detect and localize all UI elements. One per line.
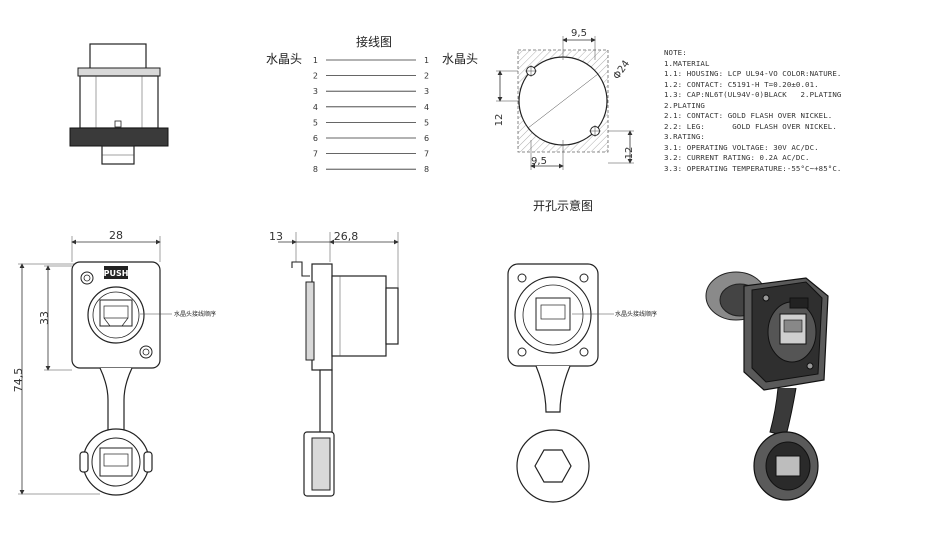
wire-rows: 1 1 2 2 3 3 4 4 5 5 6 6 7 7 8 8 xyxy=(313,56,429,174)
side-dim-left: 13 xyxy=(269,230,283,243)
wire-pin-right: 6 xyxy=(424,134,429,143)
wire-pin-left: 2 xyxy=(313,72,318,81)
note-line: NOTE: xyxy=(664,48,687,57)
wire-pin-left: 8 xyxy=(313,165,318,174)
wire-pin-right: 5 xyxy=(424,118,429,127)
outline-view: 水晶头接线顺序 xyxy=(507,263,657,503)
rear-callout: 水晶头接线顺序 xyxy=(615,310,657,318)
panel-cutout-drawing: 9,5 9,5 12 12 Φ24 开孔示意图 xyxy=(494,28,635,213)
note-line: 1.3: CAP:NL6T(UL94V-0)BLACK 2.PLATING xyxy=(664,90,842,99)
wire-pin-right: 3 xyxy=(424,87,429,96)
note-line: 3.3: OPERATING TEMPERATURE:-55°C~+85°C. xyxy=(664,163,842,173)
front-view: 28 74,5 33 PUSH 水晶头接线顺序 xyxy=(12,229,216,496)
wire-pin-right: 1 xyxy=(424,56,429,65)
side-dim-right: 26,8 xyxy=(334,230,359,243)
wire-pin-left: 5 xyxy=(313,118,318,127)
notes-block: NOTE: 1.MATERIAL 1.1: HOUSING: LCP UL94-… xyxy=(664,48,924,174)
cutout-dim-diameter: Φ24 xyxy=(611,59,632,82)
front-dim-width: 28 xyxy=(109,229,123,242)
wiring-right-label: 水晶头 xyxy=(442,52,478,66)
wire-pin-left: 4 xyxy=(313,103,318,112)
wiring-diagram: 接线图 水晶头 水晶头 1 1 2 2 3 3 4 4 5 5 6 6 7 7 8 8 xyxy=(266,34,478,174)
front-callout: 水晶头接线顺序 xyxy=(174,310,216,318)
wire-pin-right: 4 xyxy=(424,103,429,112)
push-label: PUSH xyxy=(104,269,129,278)
top-view-connector xyxy=(69,43,169,165)
note-line: 2.2: LEG: GOLD FLASH OVER NICKEL. xyxy=(664,121,837,131)
cutout-dim-left: 12 xyxy=(494,114,505,127)
side-view: 13 26,8 xyxy=(269,230,399,497)
cutout-dim-bottom: 9,5 xyxy=(531,156,547,167)
wire-pin-right: 2 xyxy=(424,72,429,81)
note-line: 2.1: CONTACT: GOLD FLASH OVER NICKEL. xyxy=(664,111,833,120)
wire-pin-right: 8 xyxy=(424,165,429,174)
note-line: 1.MATERIAL xyxy=(664,58,710,68)
isometric-view xyxy=(705,271,829,501)
front-dim-height-inner: 33 xyxy=(38,311,51,325)
note-line: 3.RATING: xyxy=(664,132,705,141)
wire-pin-right: 7 xyxy=(424,150,429,159)
wire-pin-left: 6 xyxy=(313,134,318,143)
front-dim-height-total: 74,5 xyxy=(12,368,25,393)
note-line: 1.1: HOUSING: LCP UL94-VO COLOR:NATURE. xyxy=(664,69,842,78)
wire-pin-left: 7 xyxy=(313,150,318,159)
wire-pin-left: 3 xyxy=(313,87,318,96)
wire-pin-left: 1 xyxy=(313,56,318,65)
note-line: 1.2: CONTACT: C5191-H T=0.20±0.01. xyxy=(664,79,819,89)
cutout-caption: 开孔示意图 xyxy=(533,198,593,213)
wiring-title: 接线图 xyxy=(356,34,392,49)
note-line: 3.2: CURRENT RATING: 0.2A AC/DC. xyxy=(664,153,810,162)
note-line: 3.1: OPERATING VOLTAGE: 30V AC/DC. xyxy=(664,142,819,152)
cutout-dim-top: 9,5 xyxy=(571,28,587,39)
wiring-left-label: 水晶头 xyxy=(266,52,302,66)
cutout-dim-right: 12 xyxy=(624,147,635,160)
note-line: 2.PLATING xyxy=(664,100,705,110)
